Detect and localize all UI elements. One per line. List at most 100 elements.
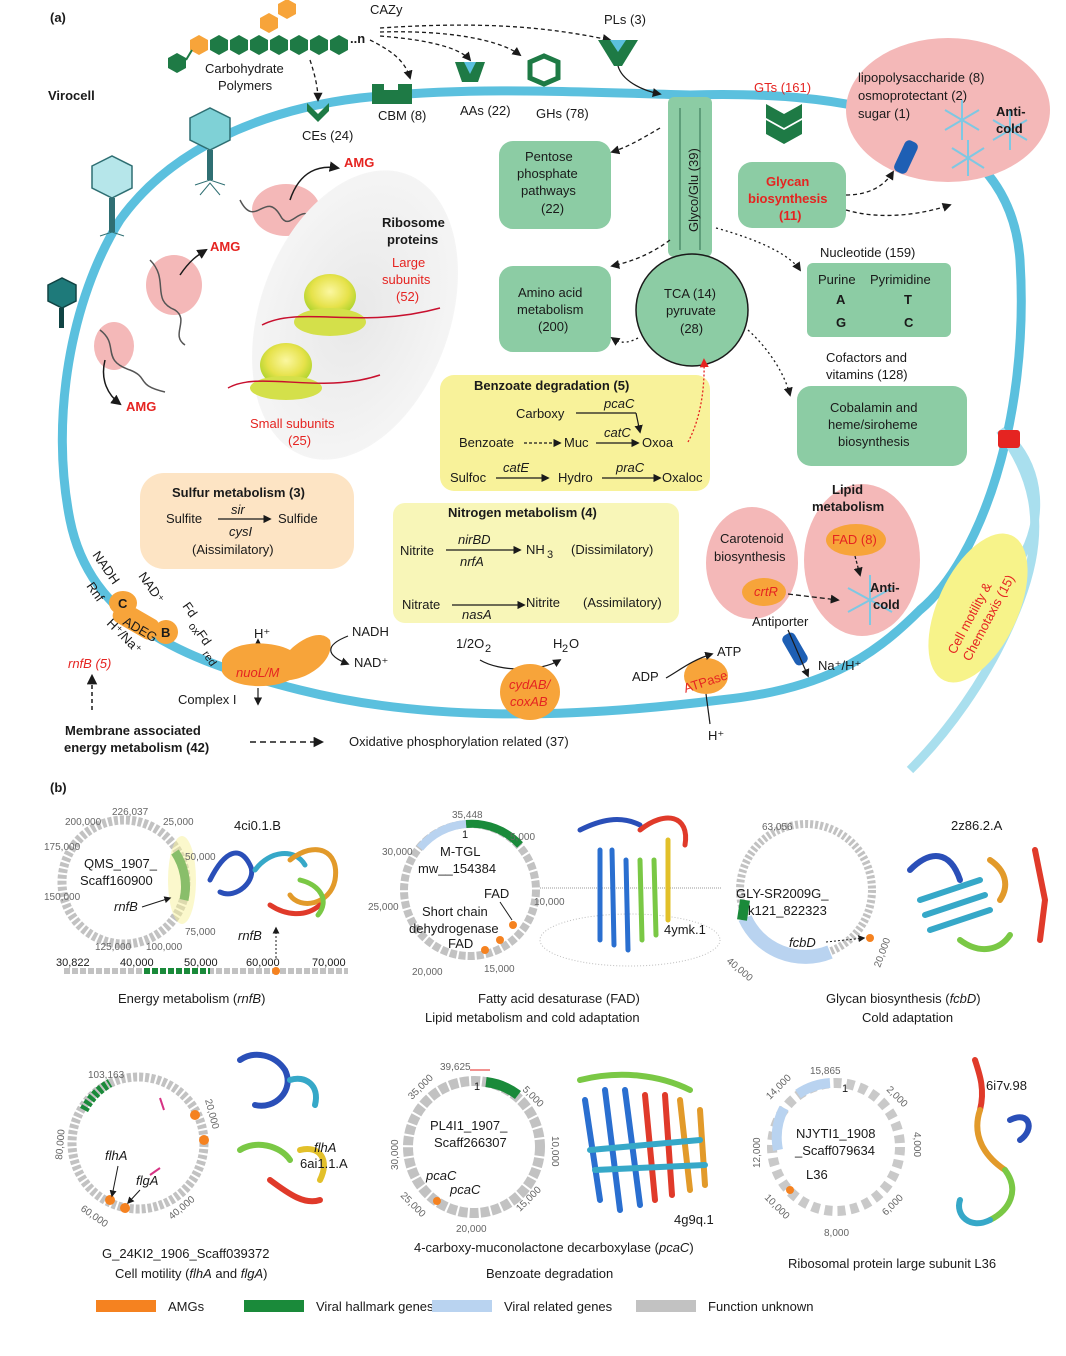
ce-enzyme-icon	[307, 103, 329, 122]
fad-pdb: 4ymk.1	[664, 922, 706, 937]
sulfur-title: Sulfur metabolism (3)	[172, 485, 305, 500]
sulfur-sir: sir	[231, 502, 245, 517]
amg-blob	[94, 322, 134, 370]
antiporter-icon	[782, 632, 808, 666]
linear-tick-4: 70,000	[312, 957, 346, 969]
complex-i-icon	[222, 634, 331, 687]
genome-map-benzoate	[403, 1069, 545, 1218]
motility-bubble	[928, 533, 1028, 683]
h2o-sub: 2	[562, 643, 568, 655]
cydab-blob	[500, 664, 560, 720]
fd-ox: Fd	[180, 599, 201, 620]
legend-item-amgs: AMGs	[96, 1296, 204, 1316]
energy-pdb: 4ci0.1.B	[234, 818, 281, 833]
nitrogen-dissim: (Dissimilatory)	[571, 542, 653, 557]
amino-acid-box	[499, 266, 611, 352]
cobalamin-3: biosynthesis	[838, 434, 910, 449]
crtr-blob	[742, 578, 786, 606]
half-o2-sub: 2	[485, 643, 491, 655]
legend-label: Viral hallmark genes	[316, 1298, 434, 1314]
benz-pdb: 4g9q.1	[674, 1212, 714, 1227]
ribo-tick-1: 1	[842, 1083, 848, 1095]
nitrogen-nitrate: Nitrate	[402, 597, 440, 612]
cold-item-lps: lipopolysaccharide (8)	[858, 70, 984, 85]
legend-swatch	[432, 1300, 492, 1312]
benz-pcac: pcaC	[603, 396, 635, 411]
benz-muc: Muc	[564, 435, 589, 450]
energy-caption-a: Energy metabolism (rnfB)	[118, 991, 265, 1006]
energy-genome-1: QMS_1907_	[84, 856, 158, 871]
lipid-2: metabolism	[812, 499, 884, 514]
panel-a-label: (a)	[50, 10, 66, 25]
benz-sulfoc: Sulfoc	[450, 470, 487, 485]
nitrogen-assim: (Assimilatory)	[583, 595, 662, 610]
pentose-2: phosphate	[517, 166, 578, 181]
amino-3: (200)	[538, 319, 568, 334]
nitrogen-nirbd: nirBD	[458, 532, 491, 547]
protein-structure-fcbd	[907, 847, 1048, 952]
benz-oxaloc: Oxaloc	[662, 470, 703, 485]
amg-label-2: AMG	[210, 239, 240, 254]
legend: AMGs Viral hallmark genes Viral related …	[90, 1296, 850, 1316]
glyco-label: Glyco/Glu (39)	[686, 148, 701, 232]
linear-tick-1: 40,000	[120, 957, 154, 969]
half-o2: 1/2O	[456, 636, 484, 651]
motility-gene-flga: flgA	[136, 1173, 158, 1188]
motility-gene-flha: flhA	[105, 1148, 127, 1163]
genome-map-fad	[400, 819, 540, 960]
nitrogen-nrfa: nrfA	[460, 554, 484, 569]
benz-caption-b: Benzoate degradation	[486, 1266, 613, 1281]
motility-caption-2: Cell motility (flhA and flgA)	[115, 1266, 267, 1281]
cazy-label: CAZy	[370, 2, 403, 17]
phage-icon	[91, 155, 133, 237]
fad-genome-1: M-TGL	[440, 844, 480, 859]
benz-tick-8: 20,000	[456, 1224, 487, 1235]
motility-tick-2: 80,000	[54, 1128, 68, 1160]
benz-benzoate: Benzoate	[459, 435, 514, 450]
na-h-label: Na⁺/H⁺	[818, 658, 861, 673]
h2o-o: O	[569, 636, 579, 651]
benz-tick-0: 39,625	[440, 1062, 471, 1073]
anti-cold-top-1: Anti-	[996, 104, 1026, 119]
benzoate-title: Benzoate degradation (5)	[474, 378, 629, 393]
energy-tick-0: 226,037	[112, 807, 149, 818]
energy-tick-7: 125,000	[95, 942, 132, 953]
cold-item-sugar: sugar (1)	[858, 106, 910, 121]
glycan-pdb: 2z86.2.A	[951, 818, 1003, 833]
snowflake-icon	[847, 575, 893, 625]
glycan-genome-1: GLY-SR2009G_	[736, 886, 829, 901]
genome-map-glycan	[736, 820, 876, 964]
glycan-1: Glycan	[766, 174, 809, 189]
virocell-label: Virocell	[48, 88, 95, 103]
rnf-b: B	[161, 625, 170, 640]
legend-label: AMGs	[168, 1298, 205, 1314]
glycan-box	[738, 162, 846, 228]
ribo-caption: Ribosomal protein large subunit L36	[788, 1256, 996, 1271]
carbohydrate-label-2: Polymers	[218, 78, 273, 93]
cazy-arrows	[309, 24, 612, 102]
fad-gene-2: Short chain	[422, 904, 488, 919]
flagellum	[1008, 437, 1041, 563]
pentose-box	[499, 141, 611, 229]
panel-b-label: (b)	[50, 780, 67, 795]
protein-structure-fad	[539, 815, 722, 967]
benz-caption-a: 4-carboxy-muconolactone decarboxylase (p…	[414, 1240, 694, 1255]
phage-icon	[47, 277, 77, 328]
protein-structure-rnfb	[207, 847, 339, 918]
legend-label: Viral related genes	[504, 1298, 613, 1314]
glycan-tick-0: 63,056	[762, 822, 793, 833]
carbohydrate-polymer-icon	[168, 0, 348, 73]
benz-tick-4: 30,000	[390, 1139, 401, 1170]
benz-hydro: Hydro	[558, 470, 593, 485]
base-a: A	[836, 292, 846, 307]
ribo-pdb: 6i7v.98	[986, 1078, 1027, 1093]
fad-genome-2: mw__154384	[418, 861, 496, 876]
benzoate-box	[440, 375, 710, 491]
membrane-energy-2: energy metabolism (42)	[64, 740, 209, 755]
pyrimidine-label: Pyrimidine	[870, 272, 931, 287]
polymer-n: ..n	[350, 31, 365, 46]
ribosome-title-2: proteins	[387, 232, 438, 247]
protein-structure-flha	[237, 1051, 327, 1205]
fad-blob	[826, 524, 886, 556]
